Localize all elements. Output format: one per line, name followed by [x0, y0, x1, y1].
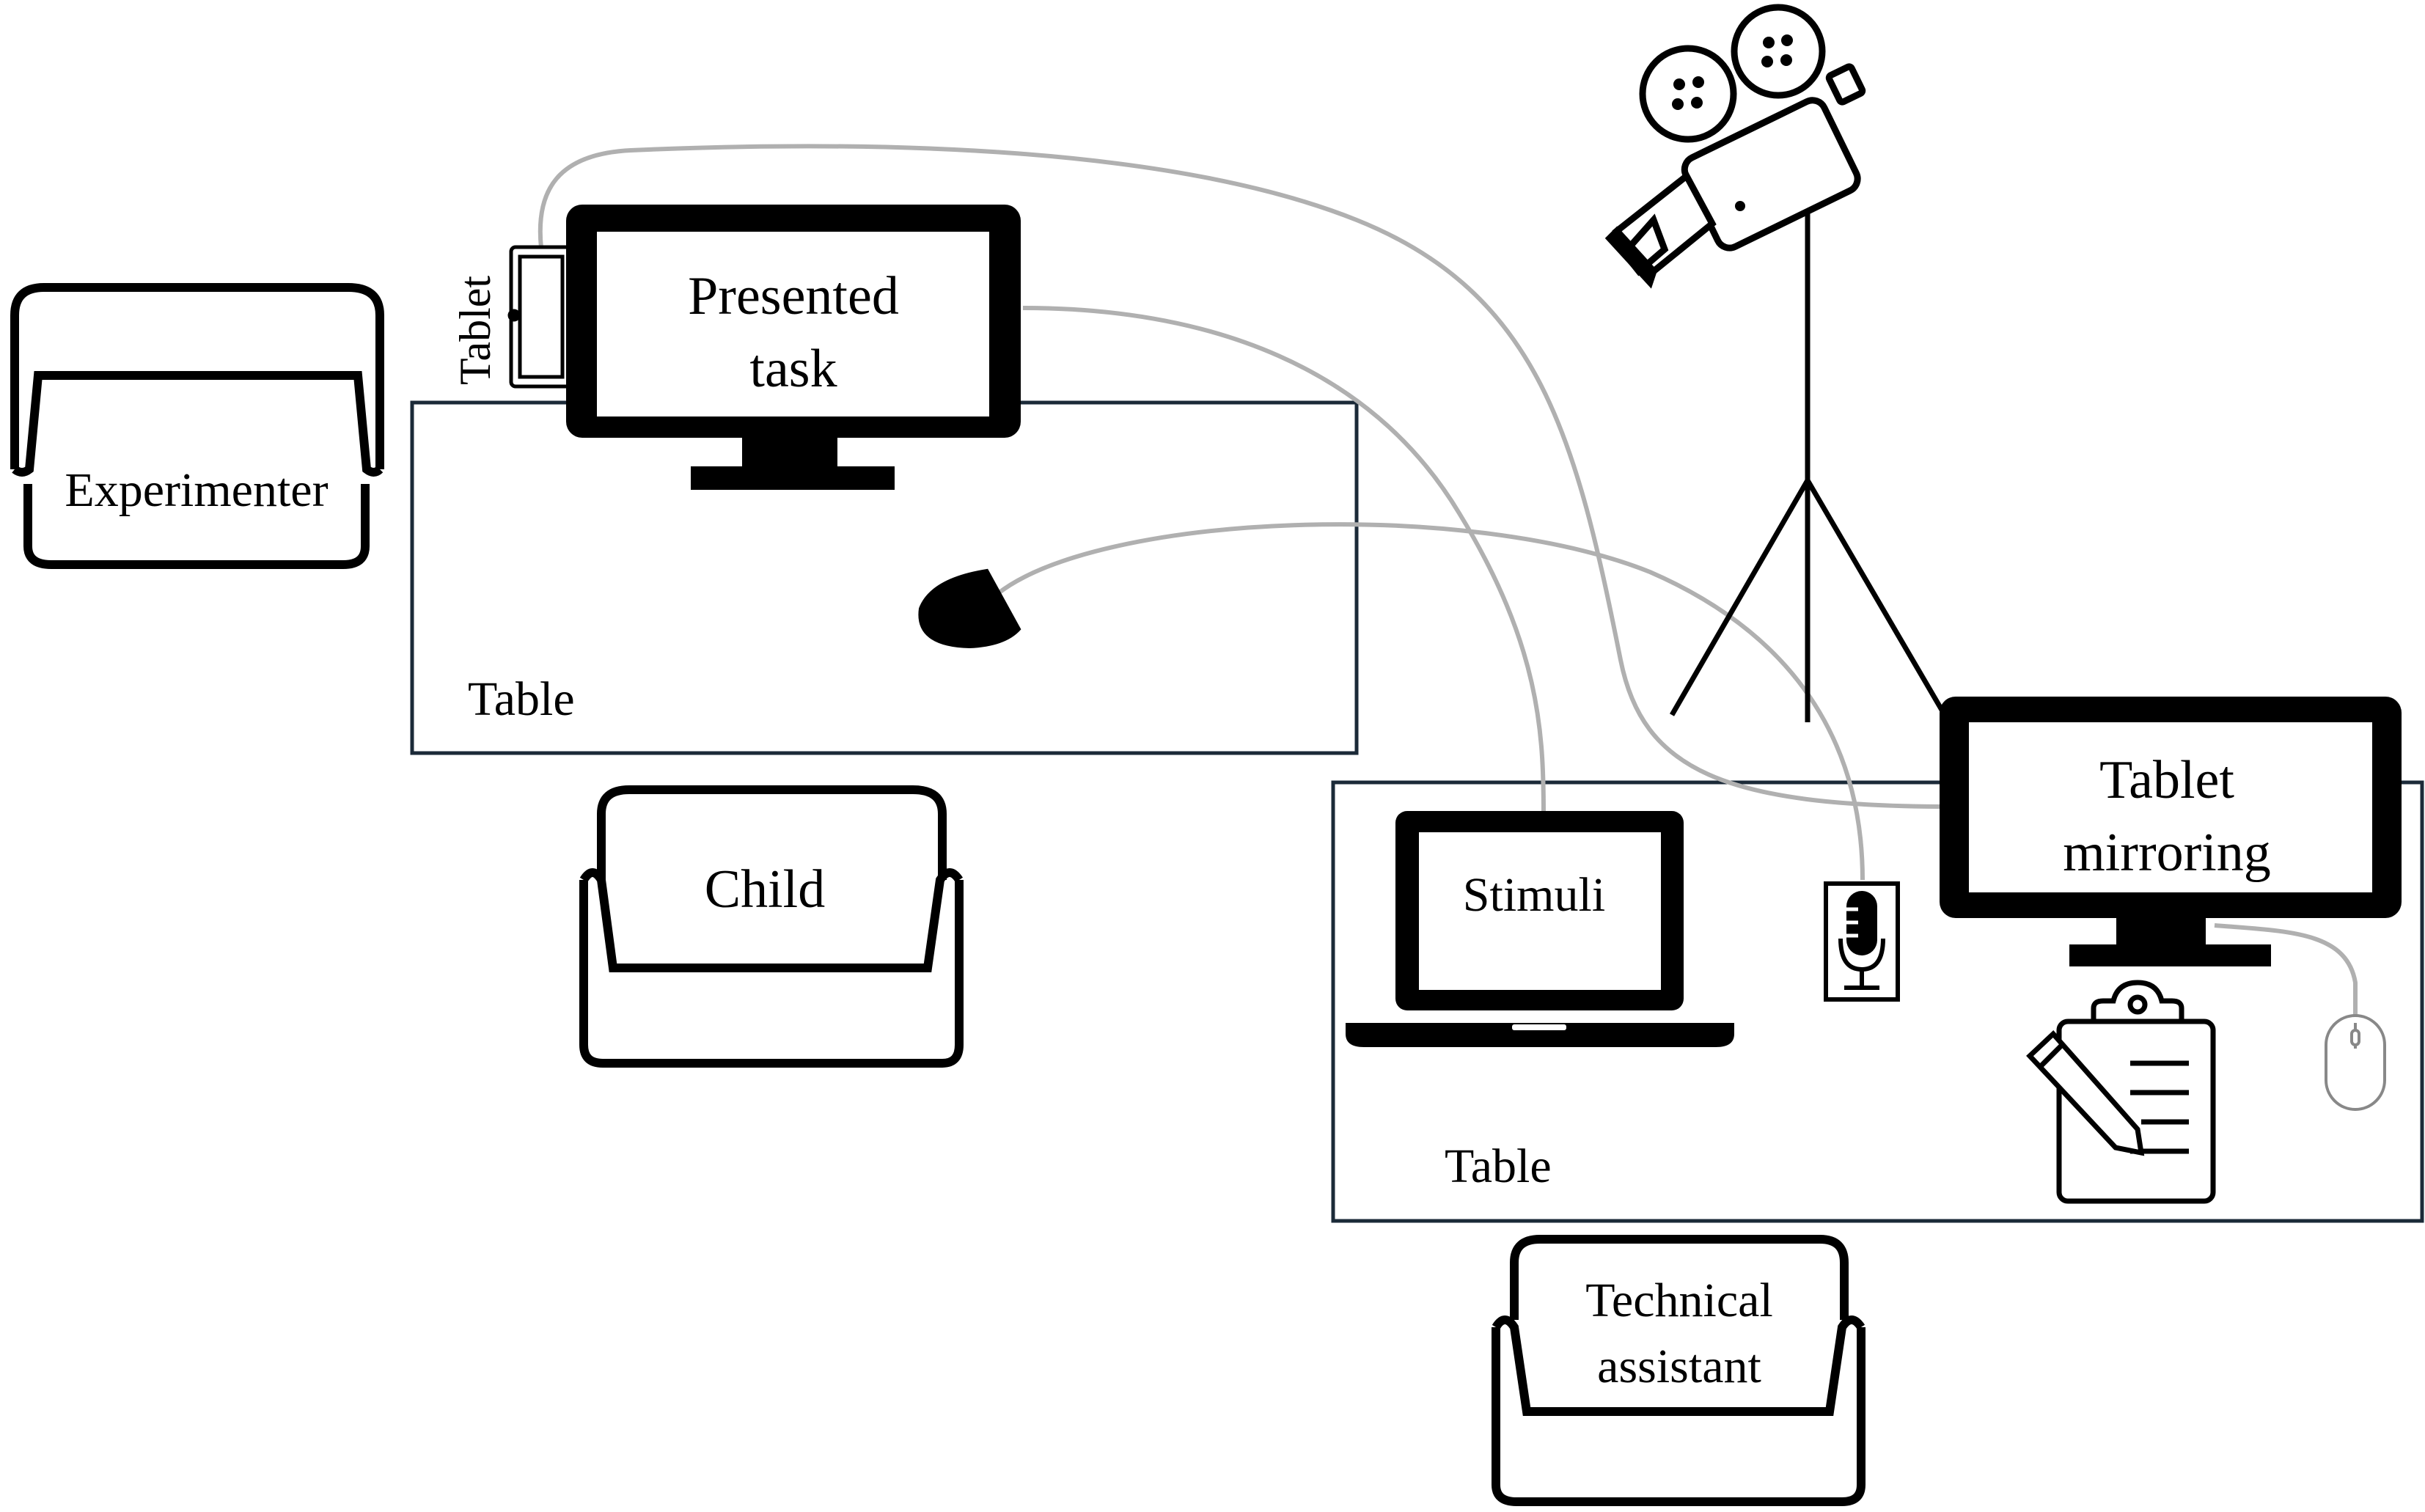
tablet-label: Tablet: [451, 276, 499, 385]
speaker-icon: [918, 568, 1021, 649]
technical-assistant-label-line1: Technical: [1585, 1274, 1773, 1327]
microphone-icon: [1824, 881, 1900, 1002]
camera-reel-holes: [1672, 34, 1793, 211]
tablet-mirroring-label-line2: mirroring: [2063, 823, 2271, 883]
cable-monitor-to-laptop: [1022, 306, 1546, 815]
presented-task-monitor-icon: [566, 205, 1021, 490]
cables: [538, 144, 2358, 1018]
clipboard-pencil-icon: [2026, 980, 2216, 1204]
experimenter-label: Experimenter: [65, 463, 328, 517]
presented-task-label-line2: task: [749, 339, 837, 399]
laptop-icon: [1346, 811, 1734, 1047]
child-armchair-icon: [579, 785, 964, 1068]
cable-speaker-to-microphone: [996, 522, 1865, 881]
experimenter-armchair-icon: [10, 283, 384, 569]
table-left-label: Table: [468, 672, 575, 726]
video-camera-icon: [1604, 4, 1866, 289]
technical-assistant-armchair-icon: [1492, 1235, 1865, 1506]
technical-assistant-label-line2: assistant: [1597, 1340, 1761, 1393]
cable-monitor-to-mouse: [2214, 923, 2358, 1018]
tripod-icon: [1669, 192, 1948, 722]
table-right-label: Table: [1445, 1139, 1552, 1193]
tablet-mirroring-monitor-icon: [1940, 697, 2402, 966]
tablet-mirroring-label-line1: Tablet: [2099, 750, 2234, 810]
table-right: [1331, 780, 2424, 1223]
cable-tablet-to-mirroring: [538, 144, 1951, 809]
presented-task-label-line1: Presented: [688, 266, 899, 326]
mouse-icon: [2325, 1014, 2386, 1111]
child-label: Child: [705, 859, 825, 920]
stimuli-label: Stimuli: [1463, 868, 1605, 922]
tablet-icon: [507, 245, 573, 389]
